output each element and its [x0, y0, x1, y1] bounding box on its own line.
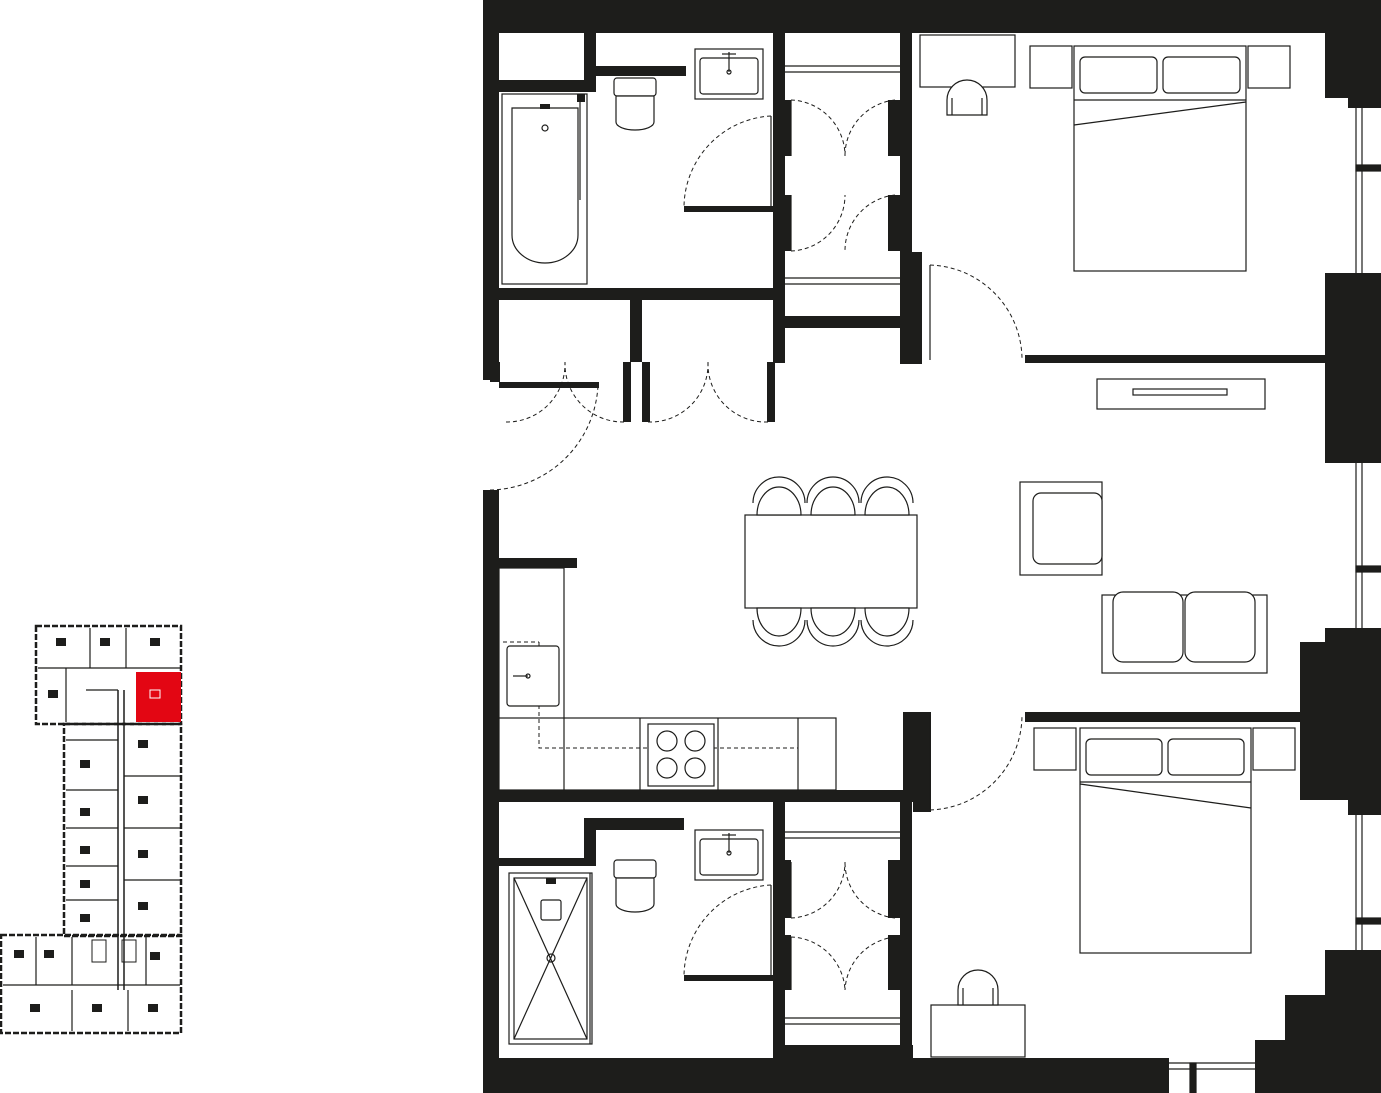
- kitchen-sink: [506, 645, 560, 707]
- shower-tray: [508, 872, 593, 1045]
- windows: [1169, 108, 1381, 1093]
- wardrobe-rails: [785, 65, 900, 1025]
- armchair: [1019, 481, 1103, 576]
- highlighted-apartment-bed-icon: [149, 689, 161, 699]
- sofa: [1101, 591, 1268, 674]
- walls: [483, 0, 1381, 1093]
- key-plan-outline: [0, 624, 183, 1035]
- tv-unit: [1096, 378, 1266, 410]
- desk-bedroom-1: [919, 34, 1016, 116]
- washbasin-1: [694, 48, 764, 100]
- washbasin-2: [694, 829, 764, 881]
- toilet-1: [613, 77, 657, 131]
- double-bed-2: [1033, 727, 1296, 954]
- key-plan-bed-icons: [14, 638, 160, 1012]
- door-swings: [489, 99, 1023, 991]
- bathtub: [501, 93, 588, 285]
- highlighted-apartment: [136, 672, 181, 722]
- toilet-2: [613, 859, 657, 913]
- hob: [647, 723, 715, 787]
- dining-table: [744, 476, 918, 647]
- desk-bedroom-2: [930, 969, 1026, 1058]
- double-bed-1: [1029, 45, 1291, 272]
